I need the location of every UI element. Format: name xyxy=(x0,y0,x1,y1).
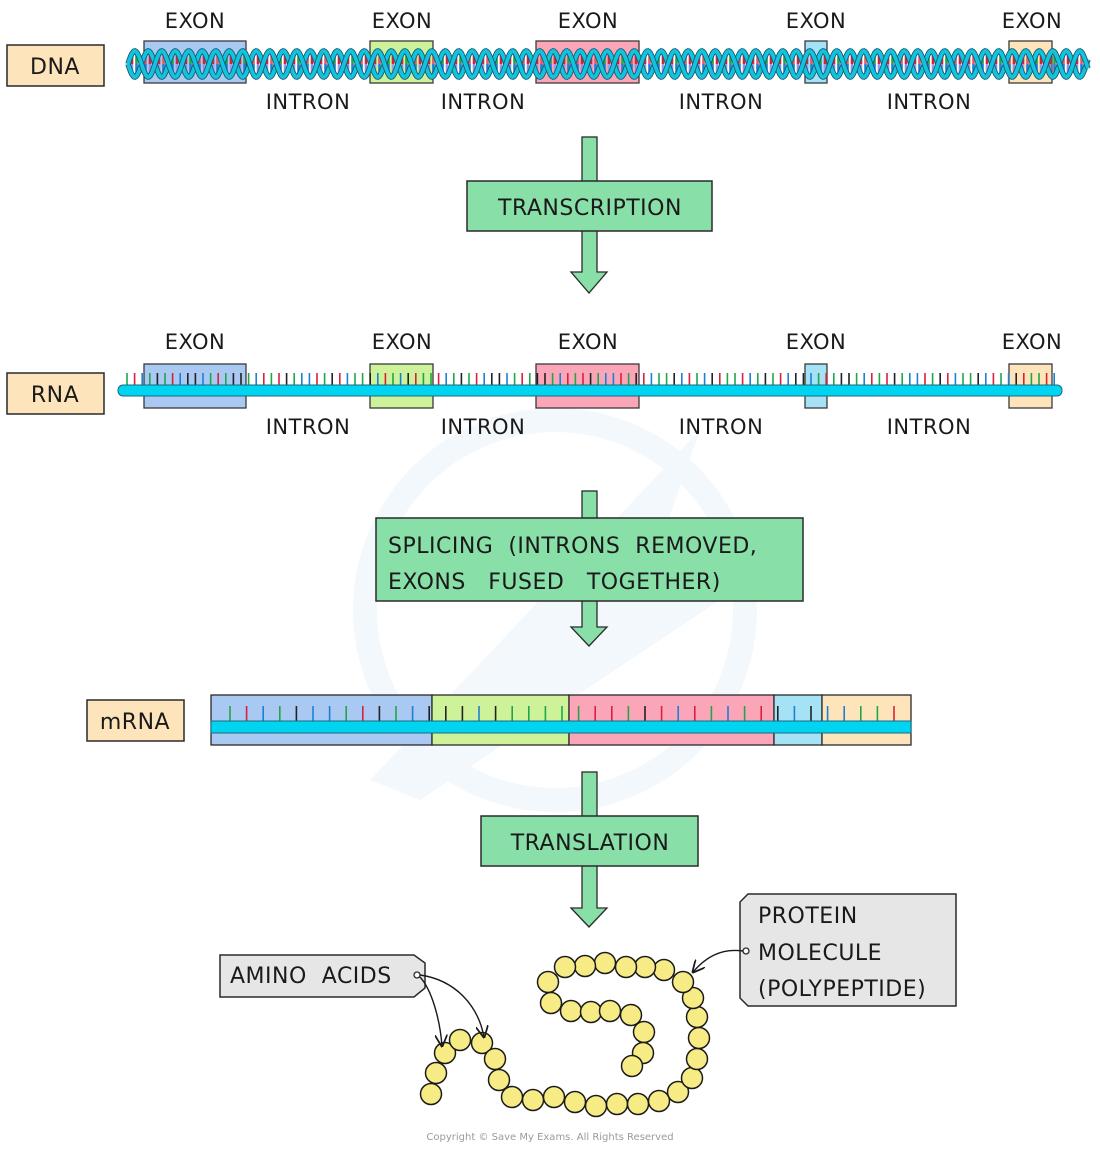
mrna-exon-segment-4 xyxy=(773,694,823,746)
rna-intron-label: INTRON xyxy=(679,415,764,439)
amino-acid-bead xyxy=(487,1068,511,1092)
amino-acid-bead xyxy=(500,1085,524,1109)
protein-molecule-callout: PROTEIN MOLECULE (POLYPEPTIDE) xyxy=(693,893,957,1007)
amino-acid-bead xyxy=(666,1080,690,1104)
dna-label-box xyxy=(6,44,105,87)
pointer-arrow-icon xyxy=(419,976,442,1046)
transcription-step: TRANSCRIPTION xyxy=(466,136,713,294)
amino-acid-bead xyxy=(671,970,695,994)
rna-exon-label: EXON xyxy=(1002,330,1063,354)
dna-label: DNA xyxy=(30,55,80,80)
pointer-arrow-icon xyxy=(419,974,484,1037)
amino-acid-bead xyxy=(483,1047,507,1071)
rna-exon-label: EXON xyxy=(786,330,847,354)
mrna-exon-segment-3 xyxy=(568,694,775,746)
rna-exon-label: EXON xyxy=(165,330,226,354)
splicing-label-line-2: EXONS FUSED TOGETHER) xyxy=(388,570,721,595)
translation-step: TRANSLATION xyxy=(480,771,699,928)
amino-acid-bead xyxy=(680,1066,704,1090)
dna-exon-label: EXON xyxy=(1002,9,1063,33)
down-arrow-icon xyxy=(569,136,609,294)
dna-double-helix xyxy=(125,48,1091,80)
rna-label-box xyxy=(6,372,105,415)
amino-acid-bead xyxy=(584,1094,608,1118)
amino-acid-bead xyxy=(559,999,583,1023)
amino-acid-bead xyxy=(605,1092,629,1116)
amino-acid-bead xyxy=(614,955,638,979)
amino-acid-bead xyxy=(563,1090,587,1114)
mrna-exon-segment-1 xyxy=(210,694,433,746)
translation-label: TRANSLATION xyxy=(510,831,670,856)
transcription-box xyxy=(466,180,713,232)
amino-acid-bead xyxy=(539,991,563,1015)
mrna-label: mRNA xyxy=(100,710,170,735)
amino-acid-bead xyxy=(619,1003,643,1027)
dna-exon-label: EXON xyxy=(372,9,433,33)
amino-acid-bead xyxy=(685,1005,709,1029)
mrna-row: mRNA xyxy=(86,694,912,746)
splicing-box xyxy=(375,517,804,602)
amino-acid-bead xyxy=(620,1054,644,1078)
mrna-exon-segment-5 xyxy=(821,694,912,746)
amino-acid-bead xyxy=(632,1020,656,1044)
down-arrow-icon xyxy=(569,771,609,928)
copyright-notice: Copyright © Save My Exams. All Rights Re… xyxy=(426,1132,673,1143)
amino-acid-bead xyxy=(652,958,676,982)
amino-acid-bead xyxy=(626,1092,650,1116)
dna-intron-label: INTRON xyxy=(887,90,972,114)
translation-box xyxy=(480,815,699,867)
rna-intron-label: INTRON xyxy=(887,415,972,439)
rna-row: RNA EXON EXON EXON EXON EXON INTRON INTRON INT… xyxy=(6,330,1063,439)
rna-label: RNA xyxy=(31,383,79,408)
rna-bases xyxy=(126,373,1055,386)
rna-backbone xyxy=(117,384,1063,397)
pointer-arrow-icon xyxy=(693,949,744,972)
amino-acid-bead xyxy=(536,970,560,994)
splicing-label-line-1: SPLICING (INTRONS REMOVED, xyxy=(388,534,757,559)
dna-strand xyxy=(126,49,1090,79)
amino-acid-bead xyxy=(647,1089,671,1113)
down-arrow-icon xyxy=(569,490,609,647)
amino-acid-bead xyxy=(598,999,622,1023)
amino-acid-bead xyxy=(542,1085,566,1109)
transcription-label: TRANSCRIPTION xyxy=(497,196,682,221)
amino-acid-bead xyxy=(419,1082,443,1106)
callout-anchor-icon xyxy=(413,971,421,979)
dna-intron-label: INTRON xyxy=(679,90,764,114)
amino-acid-bead xyxy=(687,1026,711,1050)
dna-strand xyxy=(126,49,1090,79)
amino-acid-bead xyxy=(593,951,617,975)
amino-acid-bead xyxy=(681,986,705,1010)
callout-anchor-icon xyxy=(742,947,750,955)
rna-intron-label: INTRON xyxy=(441,415,526,439)
protein-label-line-1: PROTEIN xyxy=(758,904,858,929)
dna-exon-label: EXON xyxy=(165,9,226,33)
dna-intron-label: INTRON xyxy=(266,90,351,114)
amino-acid-bead xyxy=(424,1061,448,1085)
rna-exon-label: EXON xyxy=(558,330,619,354)
amino-acids-label: AMINO ACIDS xyxy=(230,964,392,989)
amino-acid-bead xyxy=(521,1088,545,1112)
amino-acid-bead xyxy=(553,955,577,979)
dna-row: DNA EXON EXON EXON EXON EXON INTRON INTRON INT… xyxy=(6,9,1091,114)
amino-acid-bead xyxy=(448,1028,472,1052)
protein-label-line-2: MOLECULE xyxy=(758,941,882,966)
amino-acids-callout: AMINO ACIDS xyxy=(219,954,484,1046)
amino-acid-bead xyxy=(633,955,657,979)
rna-intron-label: INTRON xyxy=(266,415,351,439)
amino-acid-bead xyxy=(685,1047,709,1071)
rna-exon-label: EXON xyxy=(372,330,433,354)
protein-label-line-3: (POLYPEPTIDE) xyxy=(758,977,926,1002)
dna-intron-label: INTRON xyxy=(441,90,526,114)
mrna-label-box xyxy=(86,699,185,742)
mrna-bases xyxy=(229,706,895,721)
dna-exon-label: EXON xyxy=(786,9,847,33)
amino-acid-bead xyxy=(573,954,597,978)
amino-acid-bead xyxy=(579,1000,603,1024)
polypeptide-chain xyxy=(419,951,711,1118)
mrna-backbone xyxy=(210,720,912,734)
mrna-exon-segment-2 xyxy=(431,694,570,746)
splicing-step: SPLICING (INTRONS REMOVED, EXONS FUSED T… xyxy=(375,490,804,647)
dna-exon-label: EXON xyxy=(558,9,619,33)
